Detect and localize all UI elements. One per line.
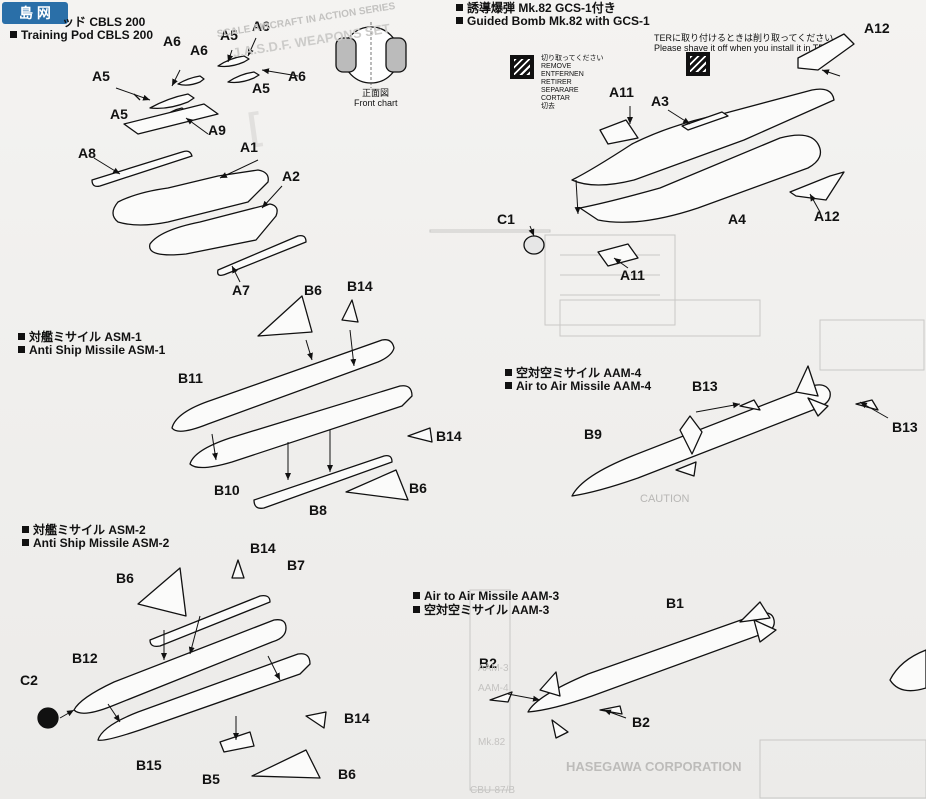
label-a5: A5 (220, 27, 238, 43)
label-a2: A2 (282, 168, 300, 184)
label-b14: B14 (347, 278, 373, 294)
label-c2: C2 (20, 672, 38, 688)
label-a6: A6 (252, 18, 270, 34)
ter-note-jp: TERに取り付けるときは削り取ってください。 (654, 33, 843, 43)
header-cbls-en: Training Pod CBLS 200 (10, 29, 153, 42)
label-b6: B6 (116, 570, 134, 586)
bleed-code: CBU-87/B (470, 785, 516, 796)
svg-text:[: [ (245, 106, 264, 149)
label-b14: B14 (250, 540, 276, 556)
bleed-caution: CAUTION (640, 493, 690, 505)
header-asm1-jp: 対艦ミサイル ASM-1 (18, 331, 142, 344)
label-b13: B13 (892, 419, 918, 435)
label-a6: A6 (163, 33, 181, 49)
label-b7: B7 (287, 557, 305, 573)
aam3-missile-parts (489, 601, 777, 739)
label-b14: B14 (344, 710, 370, 726)
bleed-code: AAM-4 (478, 683, 509, 694)
remove-note-line: SEPARARE (541, 87, 579, 94)
bleed-code: Mk.82 (478, 737, 506, 748)
cbls-pod-parts (91, 55, 307, 276)
label-a7: A7 (232, 282, 250, 298)
label-a5: A5 (92, 68, 110, 84)
label-b10: B10 (214, 482, 240, 498)
label-b11: B11 (178, 370, 203, 386)
front-chart-en: Front chart (354, 98, 398, 108)
remove-symbol-icon (510, 55, 534, 79)
label-b6: B6 (304, 282, 322, 298)
remove-note-line: 切去 (541, 103, 555, 110)
header-aam4-jp: 空対空ミサイル AAM-4 (505, 367, 641, 380)
bleed-hasegawa: HASEGAWA CORPORATION (566, 759, 742, 774)
label-b8: B8 (309, 502, 327, 518)
header-cbls-jp: ッド CBLS 200 (62, 15, 146, 29)
header-gbu-jp: 誘導爆弾 Mk.82 GCS-1付き (456, 2, 616, 15)
label-b14: B14 (436, 428, 462, 444)
label-a12: A12 (864, 20, 890, 36)
remove-note-line: CORTAR (541, 95, 570, 102)
label-a12: A12 (814, 208, 840, 224)
label-b6: B6 (409, 480, 427, 496)
remove-note-line: REMOVE (541, 63, 572, 70)
label-a6: A6 (288, 68, 306, 84)
header-asm2-en: Anti Ship Missile ASM-2 (22, 537, 169, 550)
label-a1: A1 (240, 139, 258, 155)
ter-note-en: Please shave it off when you install it … (654, 43, 834, 53)
label-c1: C1 (497, 211, 515, 227)
label-b2: B2 (632, 714, 650, 730)
header-aam4-en: Air to Air Missile AAM-4 (505, 380, 651, 393)
label-b13: B13 (692, 378, 718, 394)
asm2-missile-parts (37, 559, 327, 779)
label-b12: B12 (72, 650, 98, 666)
label-a8: A8 (78, 145, 96, 161)
label-a3: A3 (651, 93, 669, 109)
header-asm2-jp: 対艦ミサイル ASM-2 (22, 524, 146, 537)
header-asm1-en: Anti Ship Missile ASM-1 (18, 344, 165, 357)
remove-note-line: 切り取ってください (541, 55, 604, 62)
front-chart-jp: 正面図 (362, 88, 390, 98)
label-a4: A4 (728, 211, 746, 227)
header-aam3-en: Air to Air Missile AAM-3 (413, 590, 559, 603)
remove-symbol-icon (686, 52, 710, 76)
label-a11: A11 (609, 84, 634, 100)
site-watermark: 島 网 (2, 2, 68, 24)
label-b15: B15 (136, 757, 162, 773)
label-a9: A9 (208, 122, 226, 138)
asm1-missile-parts (171, 295, 433, 509)
bleed-code: AAM-3 (478, 663, 509, 674)
label-b2: B2 (479, 655, 497, 671)
gbu-bomb-parts (523, 33, 855, 267)
label-a5: A5 (110, 106, 128, 122)
aam4-missile-parts (571, 365, 879, 497)
header-aam3-jp: 空対空ミサイル AAM-3 (413, 604, 549, 617)
label-b5: B5 (202, 771, 220, 787)
label-b6: B6 (338, 766, 356, 782)
label-b9: B9 (584, 426, 602, 442)
label-a6: A6 (190, 42, 208, 58)
label-a11: A11 (620, 267, 645, 283)
label-a5: A5 (252, 80, 270, 96)
remove-note-line: RETIRER (541, 79, 572, 86)
front-chart-view (335, 22, 407, 88)
header-gbu-en: Guided Bomb Mk.82 with GCS-1 (456, 15, 650, 28)
remove-note-line: ENTFERNEN (541, 71, 584, 78)
label-b1: B1 (666, 595, 684, 611)
